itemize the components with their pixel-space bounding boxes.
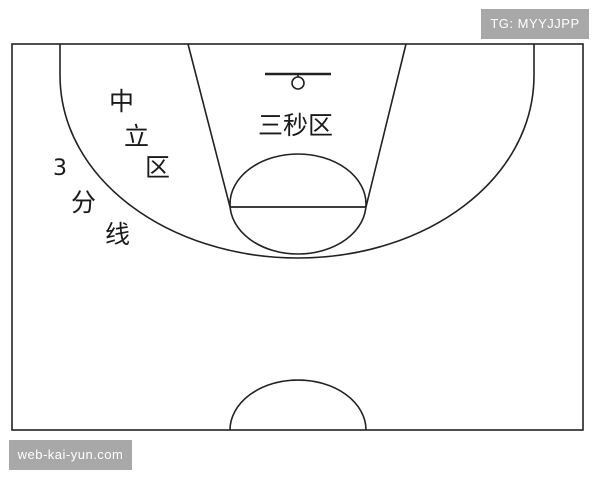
watermark-tg: TG: MYYJJPP [481, 9, 589, 39]
free-throw-circle [229, 153, 367, 255]
mid-range-label-char-3: 区 [145, 153, 171, 182]
three-point-label-char-2: 分 [71, 188, 97, 217]
three-second-zone-label: 三秒区 [258, 111, 334, 140]
hoop [291, 76, 305, 90]
mid-range-label-char-1: 中 [109, 87, 135, 116]
three-point-line [59, 44, 535, 259]
three-point-label-char-3: 线 [105, 220, 131, 249]
mid-range-label-char-2: 立 [124, 122, 150, 151]
three-point-label-char-1: 3 [53, 156, 67, 181]
center-circle [229, 379, 367, 431]
watermark-website: web-kai-yun.com [9, 440, 132, 470]
court-boundary [11, 43, 584, 431]
